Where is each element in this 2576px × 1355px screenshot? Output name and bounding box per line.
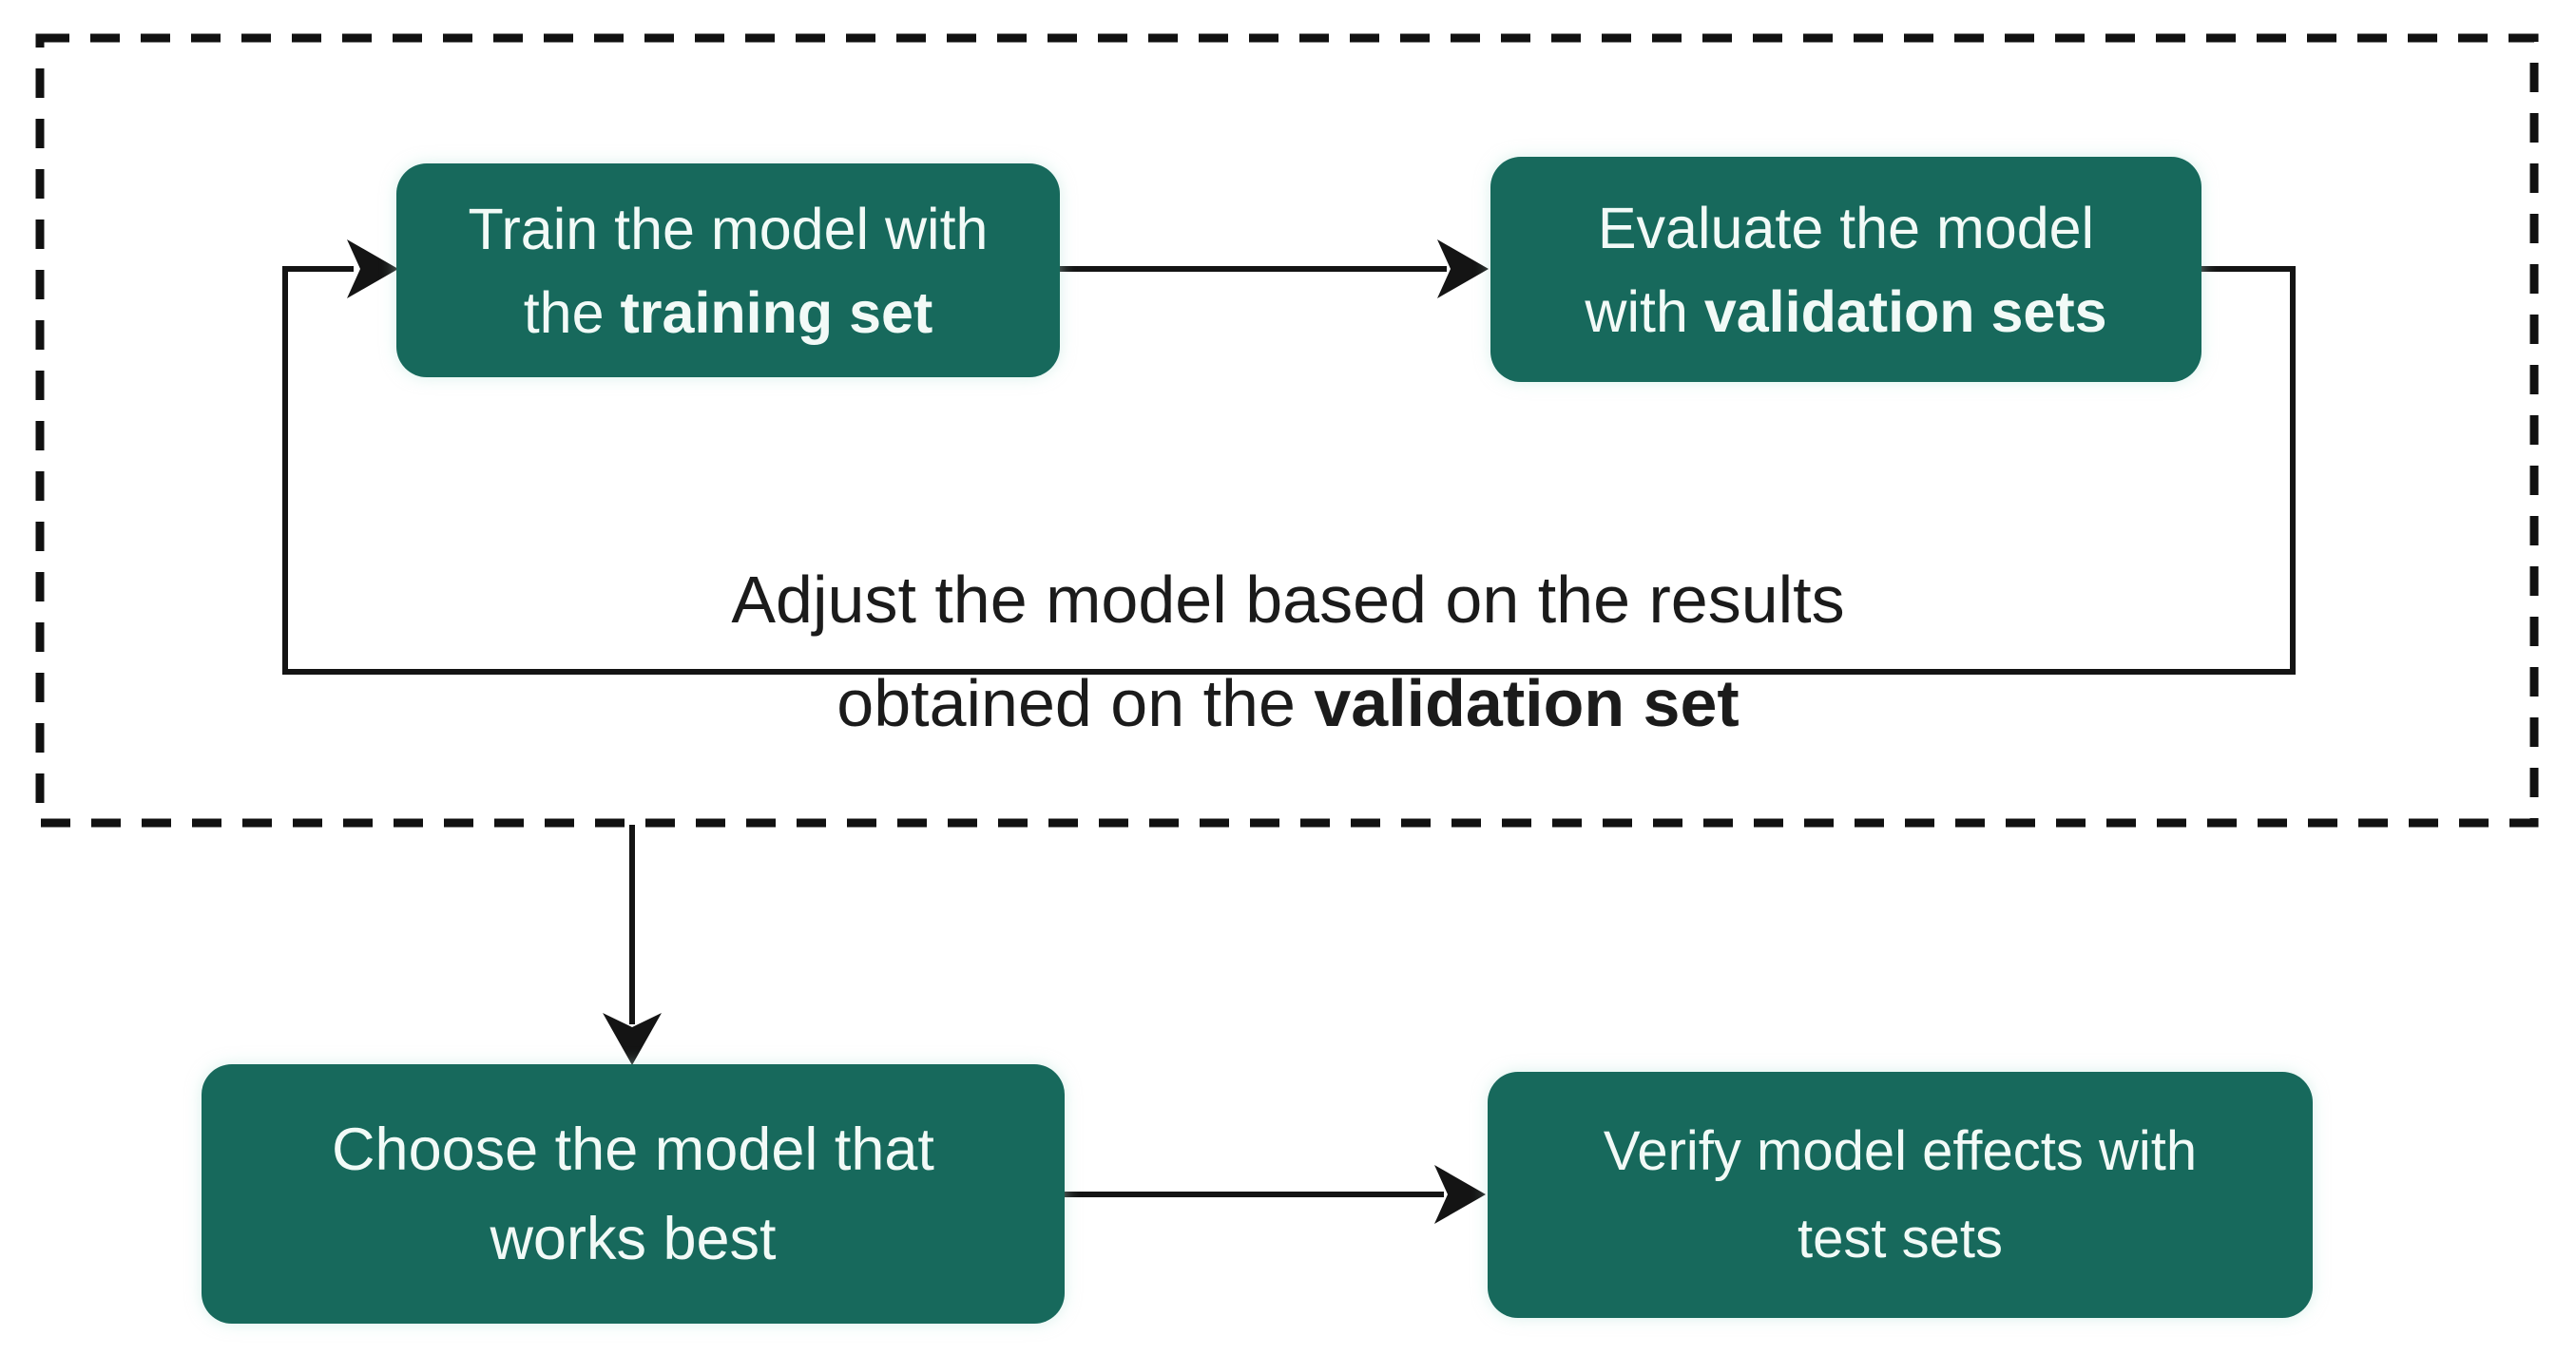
node-train-model: Train the model with the training set [396,163,1060,377]
node-choose-line2: works best [490,1205,777,1272]
node-choose-line1: Choose the model that [332,1116,934,1183]
train-to-evaluate-arrowhead [1437,239,1489,298]
node-train-line2: the training set [523,279,933,345]
adjust-model-label: Adjust the model based on the results ob… [575,548,2001,755]
adjust-model-label-line1: Adjust the model based on the results [731,563,1845,637]
region-to-choose-arrowhead [603,1013,662,1065]
dashed-loop-region-border [35,33,2539,828]
adjust-model-label-line2: obtained on the validation set [836,666,1740,740]
node-train-line1: Train the model with [468,196,989,261]
feedback-loop-arrowhead [347,239,398,298]
feedback-loop-line [282,266,2296,675]
choose-to-verify-arrowhead [1434,1165,1486,1224]
node-evaluate-line2: with validation sets [1585,278,2107,344]
node-evaluate-line1: Evaluate the model [1597,195,2095,260]
node-evaluate-model: Evaluate the model with validation sets [1490,157,2201,382]
node-verify-model: Verify model effects with test sets [1488,1072,2313,1318]
node-verify-line2: test sets [1797,1207,2003,1269]
node-choose-model: Choose the model that works best [202,1064,1065,1324]
node-verify-line1: Verify model effects with [1603,1119,2198,1182]
